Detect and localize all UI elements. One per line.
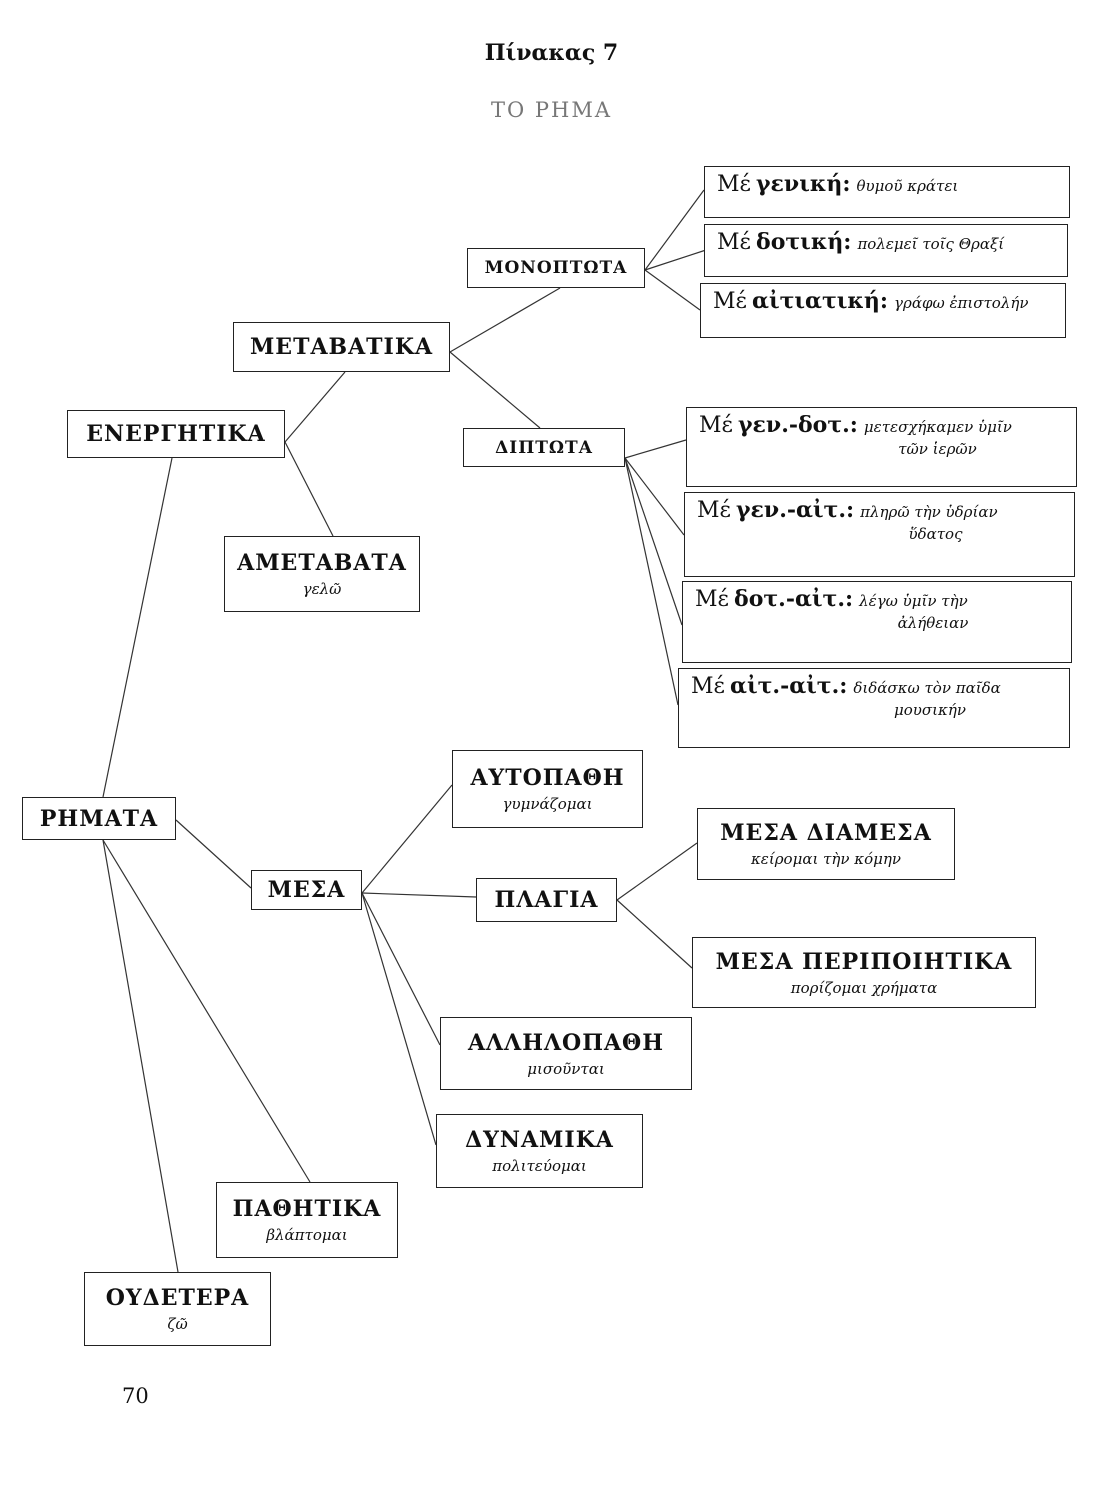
case-example-cont: ἀλήθειαν	[897, 614, 969, 632]
case-example: μετεσχήκαμεν ὑμῖν	[863, 418, 1012, 436]
case-prefix: Μέ	[691, 674, 725, 699]
case-prefix: Μέ	[697, 498, 731, 523]
node-example: πολιτεύομαι	[492, 1157, 587, 1175]
case-name: αἰτ.-αἰτ.:	[730, 673, 848, 699]
node-mesa: ΜΕΣΑ	[251, 870, 362, 910]
edge-metavatika-monoptota	[449, 287, 561, 353]
case-prefix: Μέ	[695, 587, 729, 612]
edge-plagia-diamesa	[616, 842, 698, 901]
page-number: 70	[122, 1384, 149, 1408]
case-name: δοτική:	[756, 229, 852, 255]
table-title: Πίνακας 7	[484, 40, 619, 66]
node-pathitika: ΠΑΘΗΤΙΚΑ βλάπτομαι	[216, 1182, 398, 1258]
node-label: ΜΟΝΟΠΤΩΤΑ	[484, 258, 628, 278]
node-label: ΜΕΣΑ ΔΙΑΜΕΣΑ	[720, 820, 932, 846]
case-example: πολεμεῖ τοῖς Θραξί	[857, 235, 1005, 253]
node-label: ΟΥΔΕΤΕΡΑ	[105, 1285, 250, 1311]
case-example-cont: ὕδατος	[908, 525, 963, 543]
case-box: Μέ δοτική: πολεμεῖ τοῖς Θραξί	[704, 224, 1068, 277]
case-prefix: Μέ	[717, 230, 751, 255]
edge-rimata-energitika	[102, 457, 173, 798]
node-label: ΕΝΕΡΓΗΤΙΚΑ	[86, 421, 266, 447]
case-box: Μέ αἰτιατική: γράφω ἐπιστολήν	[700, 283, 1066, 338]
case-name: γενική:	[756, 171, 851, 197]
case-name: δοτ.-αἰτ.:	[734, 586, 854, 612]
node-metavatika: ΜΕΤΑΒΑΤΙΚΑ	[233, 322, 450, 372]
node-label: ΡΗΜΑΤΑ	[39, 805, 159, 832]
case-box: Μέ δοτ.-αἰτ.: λέγω ὑμῖν τὴν ἀλήθειαν	[682, 581, 1072, 663]
node-example: κείρομαι τὴν κόμην	[750, 850, 902, 868]
node-label: ΜΕΣΑ ΠΕΡΙΠΟΙΗΤΙΚΑ	[715, 948, 1013, 975]
case-name: αἰτιατική:	[752, 288, 889, 314]
edge-rimata-mesa	[175, 819, 252, 889]
edge-monoptota-dotiki	[644, 249, 707, 271]
case-example: θυμοῦ κράτει	[856, 177, 959, 195]
edge-mesa-plagia	[361, 892, 477, 898]
node-label: ΑΥΤΟΠΑΘΗ	[470, 765, 625, 791]
case-example-cont: τῶν ἱερῶν	[898, 440, 977, 458]
edge-diptota-dot-ait	[624, 457, 683, 626]
case-box: Μέ γεν.-δοτ.: μετεσχήκαμεν ὑμῖν τῶν ἱερῶν	[686, 407, 1077, 487]
node-oudetera: ΟΥΔΕΤΕΡΑ ζῶ	[84, 1272, 271, 1346]
case-example: γράφω ἐπιστολήν	[894, 294, 1029, 312]
node-label: ΔΥΝΑΜΙΚΑ	[465, 1127, 614, 1153]
node-example: μισοῦνται	[527, 1059, 605, 1078]
case-example: πληρῶ τὴν ὑδρίαν	[860, 503, 998, 521]
case-example: διδάσκω τὸν παῖδα	[853, 679, 1001, 697]
node-label: ΠΑΘΗΤΙΚΑ	[232, 1196, 382, 1222]
case-example: λέγω ὑμῖν τὴν	[859, 592, 968, 610]
edge-energitika-ametavata	[284, 441, 334, 537]
node-allilopathi: ΑΛΛΗΛΟΠΑΘΗ μισοῦνται	[440, 1017, 692, 1090]
node-energitika: ΕΝΕΡΓΗΤΙΚΑ	[67, 410, 285, 458]
edge-monoptota-aitiatiki	[644, 269, 701, 311]
node-dynamika: ΔΥΝΑΜΙΚΑ πολιτεύομαι	[436, 1114, 643, 1188]
edge-diptota-gen-ait	[624, 457, 685, 536]
node-rimata: ΡΗΜΑΤΑ	[22, 797, 176, 840]
case-box: Μέ γεν.-αἰτ.: πληρῶ τὴν ὑδρίαν ὕδατος	[684, 492, 1075, 577]
node-label: ΠΛΑΓΙΑ	[494, 887, 599, 913]
edge-metavatika-diptota	[449, 351, 541, 429]
case-name: γεν.-δοτ.:	[738, 412, 858, 438]
node-example: βλάπτομαι	[266, 1226, 348, 1244]
case-prefix: Μέ	[699, 413, 733, 438]
node-example: γυμνάζομαι	[502, 795, 593, 813]
case-name: γεν.-αἰτ.:	[736, 497, 855, 523]
node-example: πορίζομαι χρήματα	[790, 978, 938, 997]
node-mesa-diamesa: ΜΕΣΑ ΔΙΑΜΕΣΑ κείρομαι τὴν κόμην	[697, 808, 955, 880]
edge-mesa-allilopathi	[361, 892, 441, 1046]
node-example: ζῶ	[167, 1315, 188, 1333]
edge-plagia-peripoiitika	[616, 899, 693, 969]
edge-diptota-ait-ait	[624, 457, 679, 706]
diagram-title: ΤΟ ΡΗΜΑ	[490, 98, 612, 122]
node-label: ΑΜΕΤΑΒΑΤΑ	[237, 550, 407, 576]
edge-monoptota-geniki	[644, 189, 705, 271]
node-mesa-peripoiitika: ΜΕΣΑ ΠΕΡΙΠΟΙΗΤΙΚΑ πορίζομαι χρήματα	[692, 937, 1036, 1008]
case-box: Μέ αἰτ.-αἰτ.: διδάσκω τὸν παῖδα μουσικήν	[678, 668, 1070, 748]
node-example: γελῶ	[302, 580, 342, 598]
node-label: ΔΙΠΤΩΤΑ	[495, 437, 593, 458]
node-label: ΜΕΤΑΒΑΤΙΚΑ	[249, 334, 434, 360]
node-diptota: ΔΙΠΤΩΤΑ	[463, 428, 625, 467]
node-label: ΑΛΛΗΛΟΠΑΘΗ	[467, 1029, 665, 1056]
node-plagia: ΠΛΑΓΙΑ	[476, 878, 617, 922]
edge-energitika-metavatika	[284, 371, 346, 443]
edge-rimata-oudetera	[102, 839, 179, 1273]
node-label: ΜΕΣΑ	[267, 877, 346, 903]
edge-mesa-dynamika	[361, 892, 437, 1146]
edge-rimata-pathitika	[102, 839, 311, 1183]
case-prefix: Μέ	[713, 289, 747, 314]
node-aftopathi: ΑΥΤΟΠΑΘΗ γυμνάζομαι	[452, 750, 643, 828]
case-prefix: Μέ	[717, 172, 751, 197]
case-example-cont: μουσικήν	[894, 701, 966, 719]
node-monoptota: ΜΟΝΟΠΤΩΤΑ	[467, 248, 645, 288]
edge-diptota-gen-dot	[624, 439, 687, 459]
case-box: Μέ γενική: θυμοῦ κράτει	[704, 166, 1070, 218]
edge-mesa-aftopathi	[361, 784, 453, 894]
node-ametavata: ΑΜΕΤΑΒΑΤΑ γελῶ	[224, 536, 420, 612]
